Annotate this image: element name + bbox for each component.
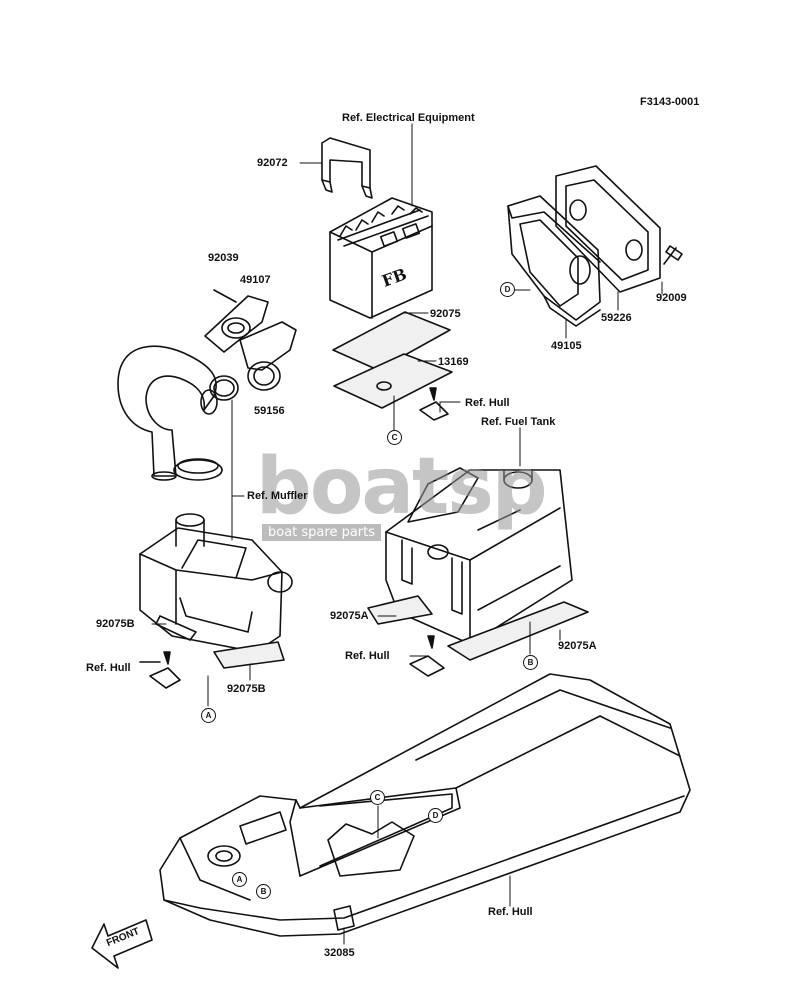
label-92039: 92039 (208, 252, 239, 264)
battery-holder-49105 (507, 195, 601, 327)
hull-clip-left (139, 651, 181, 689)
label-49107: 49107 (240, 274, 271, 286)
callout-d-holder: D (500, 282, 515, 297)
battery-strap-92072 (321, 137, 373, 199)
label-92075b-left: 92075B (96, 618, 135, 630)
hull-clip-top (419, 387, 461, 421)
front-arrow-icon (91, 919, 153, 969)
label-ref-electrical: Ref. Electrical Equipment (342, 112, 475, 124)
label-ref-hull-mid: Ref. Hull (345, 650, 390, 662)
muffler-leaders (151, 399, 251, 707)
holder-leaders (513, 281, 663, 339)
clamp-lower (173, 458, 223, 481)
battery-pads (332, 311, 453, 409)
pin-92039 (213, 289, 237, 303)
muffler-pads (155, 615, 285, 669)
exhaust-hose (117, 345, 218, 481)
hull (159, 673, 691, 937)
battery (329, 197, 433, 319)
callout-c-battery: C (387, 430, 402, 445)
label-92075: 92075 (430, 308, 461, 320)
callout-c-hull: C (370, 790, 385, 805)
callout-a-hull: A (232, 872, 247, 887)
callout-b-hull: B (256, 884, 271, 899)
bolt-92009 (663, 245, 683, 265)
watermark-logo: boatsp (256, 442, 548, 532)
label-92075b-bottom: 92075B (227, 683, 266, 695)
label-13169: 13169 (438, 356, 469, 368)
label-92072: 92072 (257, 157, 288, 169)
callout-d-hull: D (428, 808, 443, 823)
battery-leaders (299, 123, 437, 433)
hull-clip-mid (409, 635, 445, 677)
callout-a-muffler: A (201, 708, 216, 723)
figure-code: F3143-0001 (640, 96, 700, 108)
label-ref-hull-c: Ref. Hull (465, 397, 510, 409)
gasket-59156 (239, 321, 297, 391)
label-ref-fuel-tank: Ref. Fuel Tank (481, 416, 556, 428)
label-59226: 59226 (601, 312, 632, 324)
label-59156: 59156 (254, 405, 285, 417)
fuel-tank (385, 467, 573, 645)
hull-leaders (343, 805, 511, 945)
label-92009: 92009 (656, 292, 687, 304)
label-92075a-right: 92075A (558, 640, 597, 652)
label-ref-muffler: Ref. Muffler (247, 490, 308, 502)
label-ref-hull-left: Ref. Hull (86, 662, 131, 674)
gasket-59226 (555, 165, 661, 293)
fuel-tank-leaders (377, 427, 561, 657)
fuel-tank-pads (367, 595, 589, 661)
callout-b-fuel-tank: B (523, 655, 538, 670)
clamp-upper (209, 375, 239, 401)
label-ref-hull-bottom: Ref. Hull (488, 906, 533, 918)
watermark-tagline: boat spare parts (262, 524, 382, 541)
label-49105: 49105 (551, 340, 582, 352)
muffler-cover-49107 (204, 295, 269, 353)
label-32085: 32085 (324, 947, 355, 959)
muffler (139, 513, 293, 653)
label-92075a-left: 92075A (330, 610, 369, 622)
